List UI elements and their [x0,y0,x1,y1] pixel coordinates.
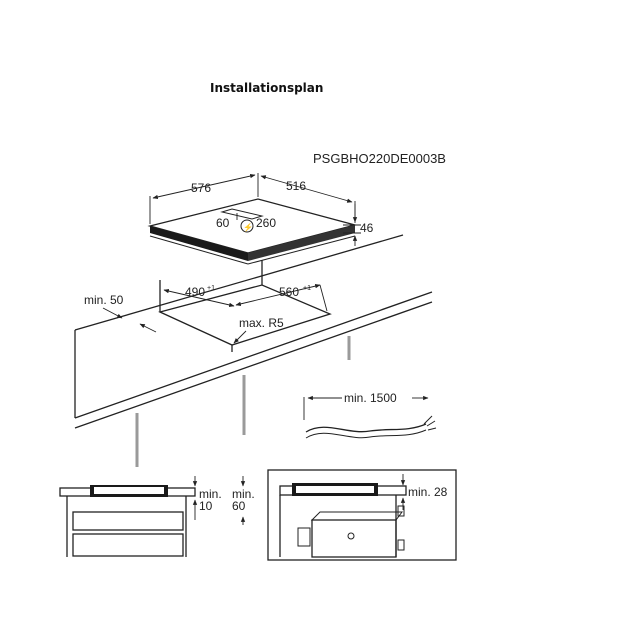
section-drawer [72,533,184,557]
section-oven [311,519,397,558]
dim-min-50: min. 50 [84,293,124,307]
dimension-cutout-depth: 560 +1 [235,284,328,312]
dim-260: 260 [256,216,276,230]
cable-detail: min. 1500 [303,391,437,439]
section-right: min. 28 [267,469,457,561]
dim-min-60-value: 60 [232,499,246,513]
section-left: min. 10 min. 60 [59,476,255,557]
tol-490: +1 [207,285,215,292]
dim-min-60-label: min. [232,487,255,501]
dimension-min-edge: min. 50 [84,293,157,333]
hob-side-edge [248,225,355,261]
section-drawer [72,511,184,531]
dim-60: 60 [216,216,230,230]
dimension-hob-height: 46 [343,204,374,246]
page-title: Installationsplan [210,81,324,95]
dimension-hob-width: 576 [149,173,259,224]
dim-516: 516 [286,179,306,193]
dim-min-10-label: min. [199,487,222,501]
hob-front-edge [150,226,248,261]
dim-min-10-value: 10 [199,499,213,513]
worktop [74,234,433,429]
hob-terminal [220,208,264,220]
dimension-cutout-width: 490 +1 [163,285,235,308]
tol-560: +1 [303,285,311,292]
dim-46: 46 [360,221,374,235]
hob: ⚡ [147,198,358,265]
cutout [158,260,332,352]
section-cabinet [267,469,457,561]
dim-490: 490 [185,285,205,299]
dim-576: 576 [191,181,211,195]
dim-min-1500: min. 1500 [344,391,397,405]
drawing-code: PSGBHO220DE0003B [313,151,446,166]
power-cable [305,423,427,433]
dim-560: 560 [279,285,299,299]
power-symbol: ⚡ [243,222,253,232]
power-icon [240,219,254,233]
dim-min-28: min. 28 [408,485,448,499]
radius-label: max. R5 [239,316,284,330]
